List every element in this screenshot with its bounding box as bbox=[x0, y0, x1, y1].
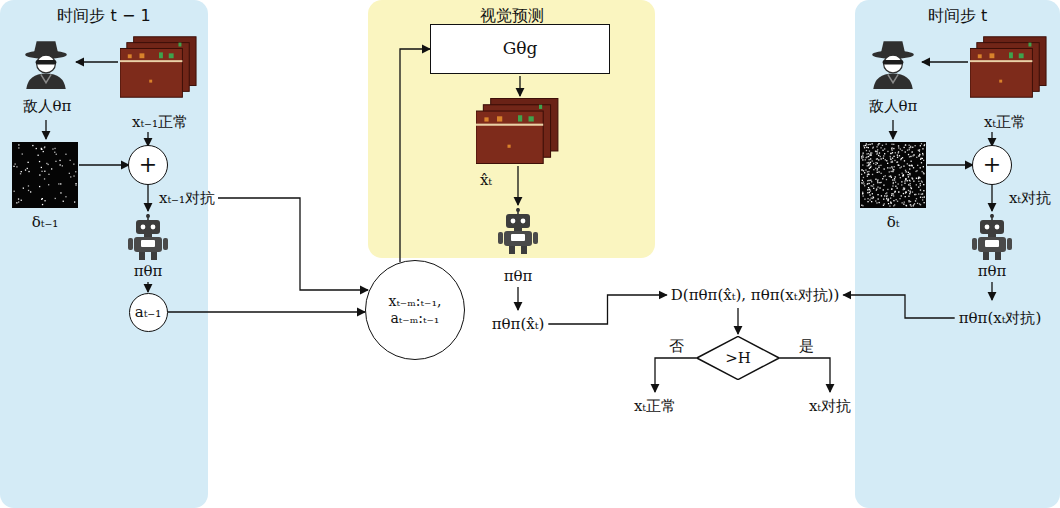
math-label: πθπ bbox=[504, 267, 533, 285]
math-label: xₜ对抗 bbox=[809, 397, 851, 415]
generator-box: Gθg bbox=[430, 24, 610, 74]
node-text: Gθg bbox=[503, 38, 538, 59]
flow-line bbox=[843, 295, 954, 318]
math-label: 是 bbox=[799, 337, 814, 355]
node-text: + bbox=[139, 151, 157, 179]
node-text: xₜ₋ₘ:ₜ₋₁, aₜ₋ₘ:ₜ₋₁ bbox=[373, 293, 457, 328]
math-label: δₜ₋₁ bbox=[32, 213, 59, 231]
noise-texture bbox=[13, 143, 925, 207]
history-node: xₜ₋ₘ:ₜ₋₁, aₜ₋ₘ:ₜ₋₁ bbox=[365, 260, 465, 360]
agent-icon bbox=[972, 214, 1012, 260]
adversary-icon bbox=[25, 41, 67, 89]
math-label: D(πθπ(x̂ₜ), πθπ(xₜ对抗)) bbox=[671, 286, 840, 304]
math-label: xₜ₋₁对抗 bbox=[159, 189, 215, 207]
math-label: xₜ₋₁正常 bbox=[132, 113, 188, 131]
math-label: x̂ₜ bbox=[480, 171, 492, 189]
math-label: xₜ正常 bbox=[634, 397, 676, 415]
decision-diamond: >H bbox=[696, 336, 780, 380]
flow-line bbox=[548, 295, 667, 324]
panel-heading: 时间步 t − 1 bbox=[0, 6, 208, 27]
math-label: δₜ bbox=[887, 213, 900, 231]
math-label: πθπ(xₜ对抗) bbox=[959, 309, 1042, 327]
sum-operator: + bbox=[128, 145, 168, 185]
math-label: xₜ对抗 bbox=[1009, 189, 1051, 207]
math-label: 否 bbox=[669, 337, 684, 355]
math-label: πθπ bbox=[978, 262, 1007, 280]
math-label: πθπ bbox=[134, 262, 163, 280]
perturbation-image bbox=[12, 142, 78, 208]
node-text: aₜ₋₁ bbox=[135, 303, 162, 322]
predicted-frames bbox=[476, 98, 558, 163]
math-label: 敌人θπ bbox=[869, 97, 918, 115]
perturbation-image bbox=[860, 142, 926, 208]
action-node: aₜ₋₁ bbox=[129, 293, 168, 332]
observation-frames bbox=[970, 37, 1046, 97]
agent-icon bbox=[498, 208, 538, 254]
math-label: πθπ(x̂ₜ) bbox=[492, 315, 545, 333]
node-text: + bbox=[983, 151, 1001, 179]
adversary-icon bbox=[872, 41, 914, 89]
sum-operator: + bbox=[972, 145, 1012, 185]
flow-connector bbox=[168, 311, 366, 312]
flow-lines bbox=[46, 62, 992, 392]
node-text: >H bbox=[725, 349, 751, 368]
math-label: xₜ正常 bbox=[984, 113, 1026, 131]
math-label: 敌人θπ bbox=[23, 97, 72, 115]
panel-heading: 时间步 t bbox=[855, 6, 1060, 27]
observation-frames bbox=[120, 37, 196, 97]
flow-connector bbox=[400, 49, 430, 262]
agent-icon bbox=[128, 214, 168, 260]
